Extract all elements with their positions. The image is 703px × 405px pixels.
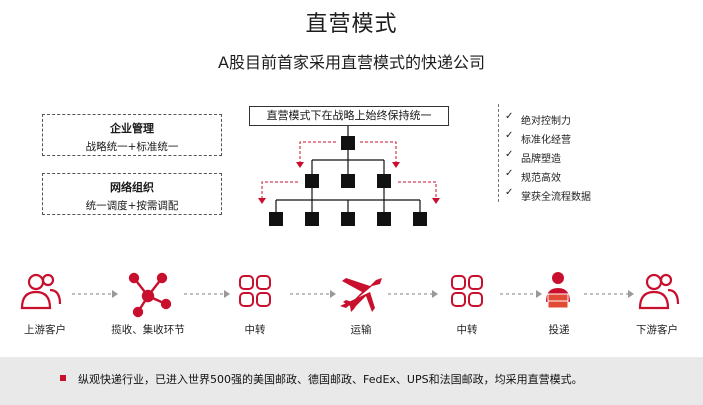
- list-item: ✓ 掌获全流程数据: [505, 187, 591, 203]
- page-title: 直营模式: [305, 12, 398, 37]
- airplane-icon: [340, 278, 382, 312]
- box-subtext: 战略统一+标准统一: [85, 141, 179, 153]
- footer-band: 纵观快递行业，已进入世界500强的美国邮政、德国邮政、FedEx、UPS和法国邮…: [0, 357, 703, 405]
- check-icon: ✓: [505, 149, 514, 160]
- box-heading: 网络组织: [110, 181, 154, 194]
- list-item: ✓ 绝对控制力: [505, 111, 571, 127]
- check-icon: ✓: [505, 187, 514, 198]
- benefit-label: 绝对控制力: [521, 116, 571, 127]
- network-organization-box: 网络组织 统一调度+按需调配: [42, 173, 222, 215]
- benefits-list: ✓ 绝对控制力 ✓ 标准化经营 ✓ 品牌塑造 ✓ 规范高效 ✓ 掌获全流程数据: [498, 104, 649, 203]
- people-icon: [20, 273, 62, 310]
- check-icon: ✓: [505, 111, 514, 122]
- flow-label: 运输: [350, 324, 372, 336]
- flow-label: 中转: [244, 324, 266, 336]
- flow-label: 投递: [548, 324, 570, 336]
- org-chart: [258, 126, 440, 226]
- list-item: ✓ 标准化经营: [505, 130, 571, 146]
- footer-note: 纵观快递行业，已进入世界500强的美国邮政、德国邮政、FedEx、UPS和法国邮…: [78, 373, 583, 386]
- list-item: ✓ 品牌塑造: [505, 149, 561, 165]
- org-chart-title: 直营模式下在战略上始终保持统一: [249, 106, 449, 126]
- box-heading: 企业管理: [110, 122, 154, 135]
- people-icon: [638, 273, 680, 310]
- flow-diagram: [20, 272, 680, 318]
- check-icon: ✓: [505, 168, 514, 179]
- benefit-label: 规范高效: [521, 173, 561, 184]
- box-subtext: 统一调度+按需调配: [85, 200, 179, 212]
- hub-grid-icon: [239, 275, 271, 307]
- flow-label: 下游客户: [636, 324, 678, 336]
- page-subtitle: A股目前首家采用直营模式的快递公司: [218, 53, 485, 72]
- benefit-label: 标准化经营: [521, 135, 571, 146]
- check-icon: ✓: [505, 130, 514, 141]
- courier-icon: [546, 272, 570, 309]
- flow-label: 中转: [456, 324, 478, 336]
- benefit-label: 品牌塑造: [521, 154, 561, 165]
- enterprise-management-box: 企业管理 战略统一+标准统一: [42, 114, 222, 156]
- list-item: ✓ 规范高效: [505, 168, 561, 184]
- bullet-square-icon: [60, 375, 66, 381]
- network-node-icon: [128, 272, 172, 318]
- flow-label: 上游客户: [24, 324, 66, 336]
- flow-label: 揽收、集收环节: [111, 324, 185, 336]
- hub-grid-icon: [451, 275, 483, 307]
- benefit-label: 掌获全流程数据: [521, 192, 591, 203]
